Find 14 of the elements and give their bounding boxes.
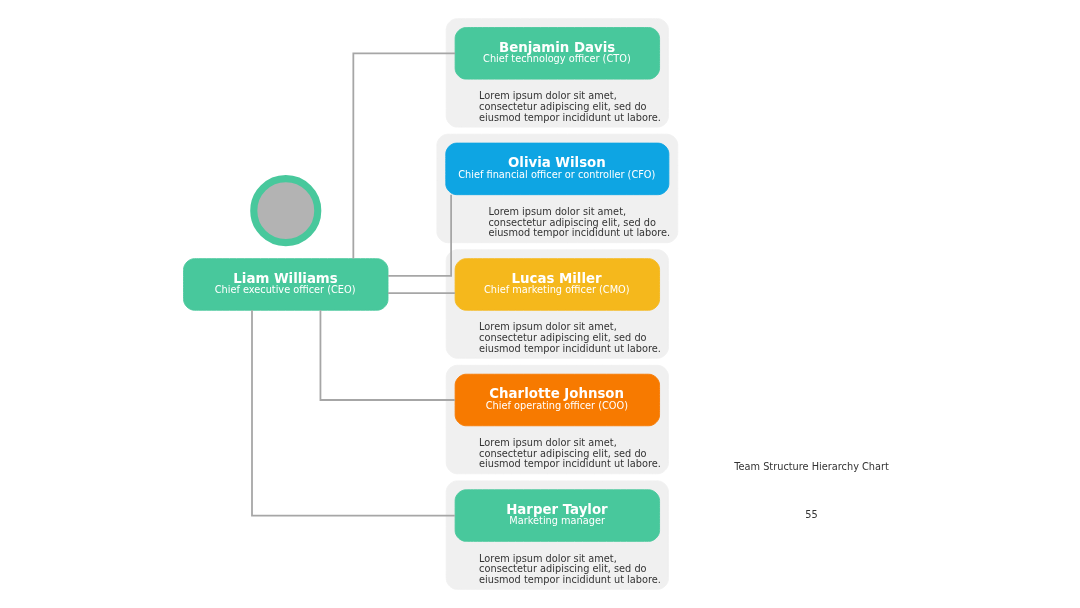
node-box: Harper Taylor Marketing manager <box>454 489 660 542</box>
connector <box>387 292 456 294</box>
node-circle <box>250 175 322 247</box>
connector <box>251 309 456 517</box>
connector <box>387 193 452 277</box>
label: 55 <box>805 509 818 521</box>
node-box: Olivia Wilson Chief financial officer or controller (CFO) <box>445 142 670 196</box>
connector <box>319 309 456 401</box>
node-box: Lucas Miller Chief marketing officer (CMO) <box>454 258 660 311</box>
label: Team Structure Hierarchy Chart <box>734 461 889 473</box>
node-box: Benjamin Davis Chief technology officer (CTO) <box>454 27 660 80</box>
connector <box>352 52 456 260</box>
node-box: Liam Williams Chief executive officer (CEO) <box>183 258 389 311</box>
node-box: Charlotte Johnson Chief operating officer (COO) <box>454 373 660 427</box>
